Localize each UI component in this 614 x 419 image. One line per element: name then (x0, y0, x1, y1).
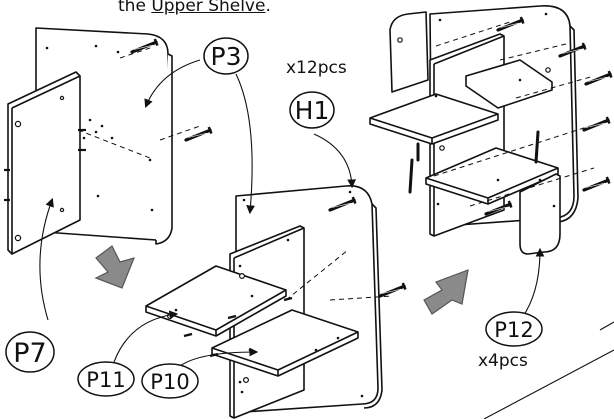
label-p10: P10 (150, 370, 189, 394)
instruction-prefix: the (118, 0, 152, 16)
quantity-p12: x4pcs (478, 351, 528, 371)
instruction-suffix: . (265, 0, 271, 16)
label-p7: P7 (13, 338, 46, 369)
step-arrow-icon (94, 245, 469, 315)
label-h1: H1 (295, 96, 330, 125)
quantity-h1: x12pcs (286, 58, 347, 78)
label-p3: P3 (211, 42, 242, 71)
label-p11: P11 (86, 368, 125, 392)
instruction-text: the Upper Shelve. (118, 0, 271, 16)
assembly-right (369, 5, 579, 255)
label-bubble-p12 (485, 311, 543, 347)
label-bubble-p7 (5, 331, 55, 373)
assembly-middle (145, 185, 383, 419)
next-step-frame (483, 321, 614, 419)
label-bubble-p3 (203, 37, 249, 75)
label-bubble-p11 (77, 361, 135, 397)
alignment-lines (77, 21, 595, 301)
panel-p7 (4, 71, 86, 255)
label-bubble-h1 (289, 91, 335, 129)
instruction-link: Upper Shelve (151, 0, 266, 16)
label-p12: P12 (494, 318, 533, 342)
label-bubble-p10 (141, 363, 199, 399)
